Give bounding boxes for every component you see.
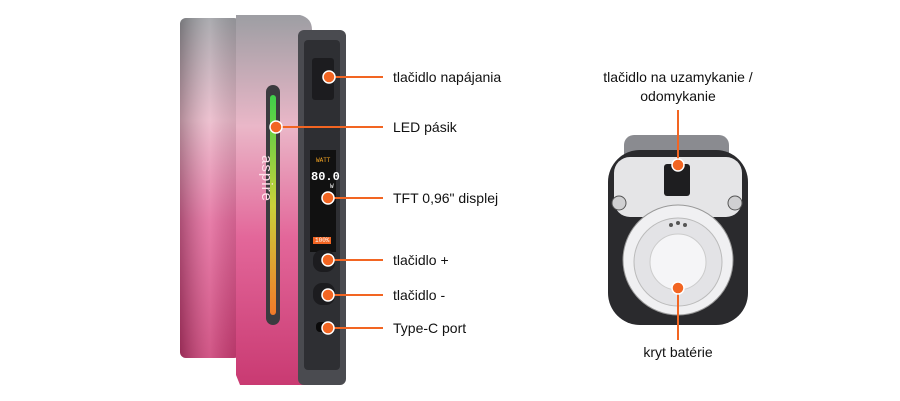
label-display: TFT 0,96" displej xyxy=(393,190,499,206)
label-lock-button: tlačidlo na uzamykanie / odomykanie xyxy=(578,68,778,106)
label-plus-button: tlačidlo + xyxy=(393,252,449,268)
callout-markers xyxy=(269,70,685,335)
vape-mod-bottom xyxy=(608,135,748,325)
screen-power: 80.0 xyxy=(311,170,340,184)
label-power-button: tlačidlo napájania xyxy=(393,69,502,85)
label-minus-button: tlačidlo - xyxy=(393,287,446,303)
screen-mode: WATT xyxy=(316,157,331,164)
screen-unit: W xyxy=(330,183,334,190)
label-lock-line2: odomykanie xyxy=(640,88,716,104)
brand-logo: aspire xyxy=(257,155,275,202)
callout-lines xyxy=(276,76,679,340)
label-type-c: Type-C port xyxy=(393,320,467,336)
label-battery-cover: kryt batérie xyxy=(643,344,713,360)
label-led-strip: LED pásik xyxy=(393,119,457,135)
label-lock-line1: tlačidlo na uzamykanie / xyxy=(603,69,753,85)
screen-battery: 100% xyxy=(313,237,332,244)
